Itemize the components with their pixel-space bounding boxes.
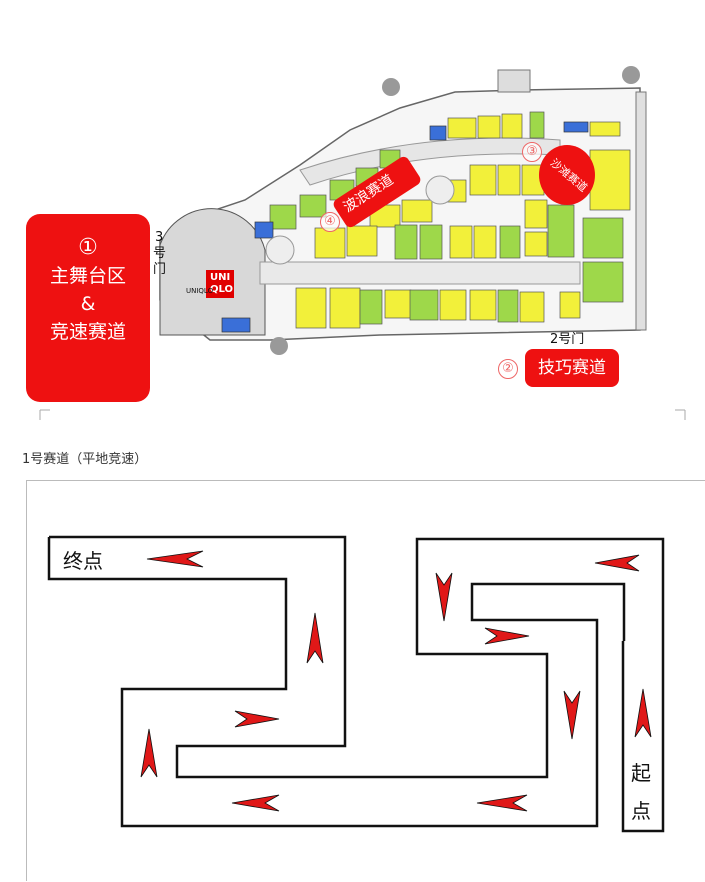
- arrow: [140, 728, 158, 778]
- door-3-label-3: 门: [153, 262, 167, 277]
- door-3-label-1: 3: [155, 230, 164, 245]
- arrow: [231, 794, 280, 812]
- uniqlo-brand-top: UNI: [210, 272, 231, 283]
- arrow: [484, 627, 530, 645]
- uniqlo-caption: UNIQLO: [186, 287, 214, 295]
- shop-blocks-blue: [221, 121, 589, 333]
- mall-map: UNI QLO UNIQLO 3 号 门 2号门 ① 主舞台区 & 竞速赛道 ②…: [0, 0, 705, 432]
- plaza: [265, 235, 295, 265]
- start-chute: [621, 641, 665, 833]
- wave-zone-number: ④: [320, 212, 340, 232]
- door-2-label: 2号门: [550, 332, 585, 347]
- sand-zone-badge: [539, 145, 595, 205]
- shop-blocks-yellow: [295, 113, 631, 329]
- finish-label: 终点: [63, 549, 103, 573]
- arrow: [634, 688, 652, 738]
- parking-structure: [497, 69, 531, 93]
- stage-zone-line1: 主舞台区: [49, 265, 126, 287]
- east-wall: [635, 91, 647, 331]
- track-wall-left-outer: [49, 535, 665, 779]
- arrow: [476, 794, 528, 812]
- plaza: [425, 175, 455, 205]
- wave-zone-badge: [333, 156, 421, 228]
- uniqlo-brand-bottom: QLO: [210, 284, 234, 295]
- arrow: [234, 710, 280, 728]
- mall-floorplan: [39, 66, 686, 420]
- direction-arrows: [140, 550, 652, 812]
- track-caption: 1号赛道（平地竞速）: [22, 452, 148, 467]
- landmark-dot: [382, 78, 400, 96]
- arrow: [306, 612, 324, 664]
- frame-corner: [675, 409, 686, 420]
- uniqlo-logo: [206, 270, 234, 298]
- stage-zone-line3: 竞速赛道: [49, 321, 126, 343]
- arrow: [594, 554, 640, 572]
- track-diagram: 终点 起 点: [26, 480, 705, 881]
- arrow: [146, 550, 204, 568]
- stage-zone-badge: ① 主舞台区 & 竞速赛道: [26, 214, 150, 402]
- start-label-line2: 点: [631, 799, 651, 823]
- stage-zone-number: ①: [78, 235, 98, 260]
- arrow: [563, 690, 581, 740]
- track-path: [47, 535, 665, 833]
- start-label-line1: 起: [631, 761, 651, 785]
- landmark-dot: [622, 66, 640, 84]
- sand-zone-number: ③: [522, 142, 542, 162]
- skill-zone-number: ②: [498, 359, 518, 379]
- track-wall-left-inner: [47, 537, 626, 828]
- door-3-label-2: 号: [153, 246, 167, 261]
- shop-blocks-green: [269, 111, 624, 325]
- stage-zone-line2: &: [80, 293, 96, 315]
- frame-corner: [39, 409, 50, 420]
- arrow: [435, 572, 453, 622]
- landmark-dot: [270, 337, 288, 355]
- corridor: [259, 261, 581, 285]
- skill-zone-badge: 技巧赛道: [525, 349, 619, 387]
